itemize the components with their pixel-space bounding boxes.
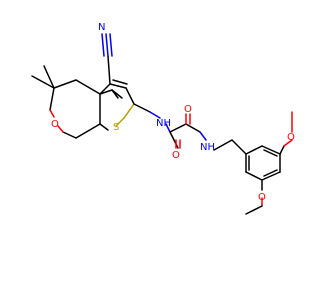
methoxy-oxygen-label-2: O <box>258 192 266 203</box>
bond-lines <box>31 33 293 215</box>
ring-oxygen-label: O <box>51 119 59 130</box>
amide-nh-label-2: NH <box>200 142 215 153</box>
structure-svg: N O S NH O O NH O O <box>31 22 295 215</box>
nitrile-nitrogen-label: N <box>98 22 105 33</box>
methoxy-oxygen-label-1: O <box>287 132 295 143</box>
atom-labels: N O S NH O O NH O O <box>51 22 295 203</box>
amide-nh-label-1: NH <box>156 118 171 129</box>
molecule-diagram: N O S NH O O NH O O <box>31 22 295 215</box>
thiophene-sulfur-label: S <box>113 122 119 133</box>
amide-oxygen-label-1: O <box>172 150 180 161</box>
amide-oxygen-label-2: O <box>184 104 192 115</box>
